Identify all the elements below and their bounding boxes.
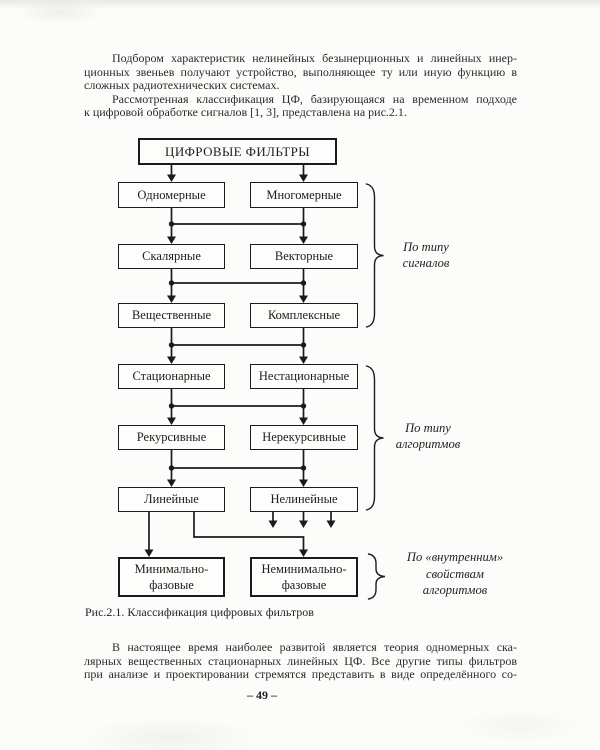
connector-row5-row6 — [167, 450, 308, 487]
brace-label-signal-type: По типу сигналов — [390, 239, 462, 271]
flow-box-r7-right: Неминимально-фазовые — [250, 557, 358, 597]
text-line: В настоящее время наиболее развитой явля… — [112, 640, 517, 654]
brace-label-line: алгоритмов — [422, 583, 488, 597]
connector-row3-row4 — [167, 328, 308, 364]
brace-label-line: По типу — [403, 240, 449, 254]
flow-box-r2-right: Векторные — [250, 244, 358, 269]
connector-row2-row3 — [167, 269, 308, 303]
flow-box-r3-left: Вещественные — [118, 303, 225, 328]
brace-label-internal-properties: По «внутренним» свойствам алгоритмов — [388, 549, 522, 599]
text-line: при анализе и проектировании стремятся п… — [84, 667, 517, 681]
brace-label-line: алгоритмов — [395, 436, 461, 451]
flow-box-r3-right: Комплексные — [250, 303, 358, 328]
figure-caption: Рис.2.1. Классификация цифровых фильтров — [85, 605, 314, 619]
flow-box-r1-left: Одномерные — [118, 182, 225, 208]
text-line: Подбором характеристик нелинейных безыне… — [112, 51, 517, 65]
nonlinear-subdivision-arrows — [268, 512, 336, 528]
flow-box-r2-left: Скалярные — [118, 244, 225, 269]
text-line: сложных радиотехнических системах. — [84, 78, 280, 92]
connector-row1-row2 — [167, 208, 308, 244]
connector-row6-row7 — [144, 512, 308, 557]
flow-box-r5-left: Рекурсивные — [118, 425, 225, 450]
page-number: – 49 – — [247, 688, 277, 702]
brace-algorithm-type — [365, 365, 384, 511]
flow-box-r6-left: Линейные — [118, 487, 225, 512]
flow-box-r5-right: Нерекурсивные — [250, 425, 358, 450]
flow-box-r6-right: Нелинейные — [250, 487, 358, 512]
intro-paragraphs: Подбором характеристик нелинейных безыне… — [84, 51, 517, 120]
flow-box-root: ЦИФРОВЫЕ ФИЛЬТРЫ — [138, 138, 337, 165]
brace-internal-properties — [367, 553, 386, 600]
flow-box-r7-left: Минимально-фазовые — [118, 557, 225, 597]
text-line: лярных вещественных стационарных линейны… — [84, 653, 517, 668]
brace-label-line: По «внутренним» — [406, 550, 504, 564]
brace-label-line: свойствам — [426, 566, 484, 581]
flow-box-r4-right: Нестационарные — [250, 364, 358, 389]
text-line: Рассмотренная классификация ЦФ, базирующ… — [112, 91, 517, 106]
brace-label-line: По типу — [405, 421, 451, 435]
connector-row4-row5 — [167, 389, 308, 425]
text-line: ционных звеньев получают устройство, вып… — [84, 64, 517, 79]
connector-root-row1 — [167, 165, 308, 182]
flow-box-r4-left: Стационарные — [118, 364, 225, 389]
flow-box-r1-right: Многомерные — [250, 182, 358, 208]
outro-paragraph: В настоящее время наиболее развитой явля… — [84, 640, 517, 682]
brace-label-line: сигналов — [402, 256, 450, 270]
text-line: к цифровой обработке сигналов [1, 3], пр… — [84, 105, 407, 119]
brace-signal-type — [365, 183, 384, 328]
brace-label-algorithm-type: По типу алгоритмов — [392, 421, 464, 452]
